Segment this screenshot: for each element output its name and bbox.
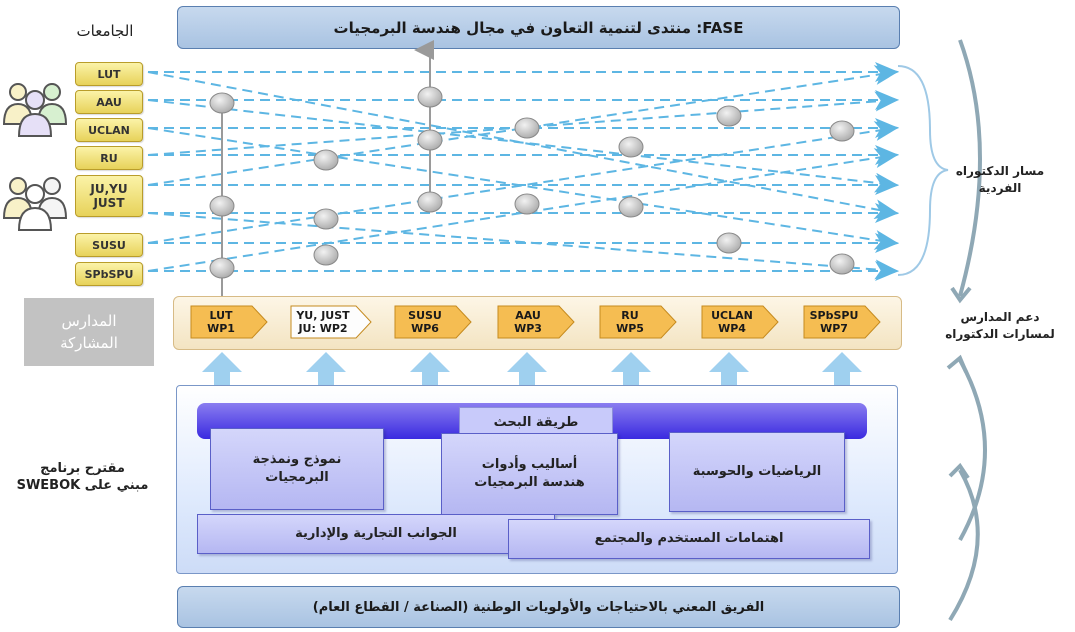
top-banner: FASE: منتدى لتنمية التعاون في مجال هندسة…: [177, 6, 900, 49]
wp-susu-line2: WP6: [411, 322, 439, 335]
phd-path-arrows: [147, 62, 899, 281]
wp-uclan-line2: WP4: [718, 322, 746, 335]
university-lut: LUT: [75, 62, 143, 86]
software-modeling-line1: نموذج ونمذجة: [252, 452, 342, 467]
wp-susu-line1: SUSU: [408, 309, 442, 322]
university-ju-yu-just: JU,YU JUST: [75, 175, 143, 217]
se-methods-tools-box: أساليب وأدوات هندسة البرمجيات: [441, 433, 618, 515]
wp-yu-just-line2: JU: WP2: [298, 322, 348, 335]
phd-path-label: مسار الدكتوراه الفردية: [935, 163, 1065, 197]
business-management-box: الجوانب التجارية والإدارية: [197, 514, 555, 554]
university-ru: RU: [75, 146, 143, 170]
universities-header: الجامعات: [76, 22, 134, 40]
business-management-label: الجوانب التجارية والإدارية: [295, 526, 457, 541]
wp-aau-line2: WP3: [514, 322, 542, 335]
school-support-label-line2: لمسارات الدكتوراه: [945, 327, 1055, 341]
people-icon-group-1: [2, 83, 68, 137]
se-methods-line2: هندسة البرمجيات: [474, 475, 585, 490]
bottom-banner: الفريق المعني بالاحتياجات والأولويات الو…: [177, 586, 900, 628]
software-modeling-line2: البرمجيات: [265, 470, 329, 485]
school-support-label: دعم المدارس لمسارات الدكتوراه: [930, 309, 1070, 343]
software-modeling-box: نموذج ونمذجة البرمجيات: [210, 428, 384, 510]
math-computing-box: الرياضيات والحوسبة: [669, 432, 845, 512]
university-ju-yu: JU,YU: [90, 182, 128, 196]
school-support-label-line1: دعم المدارس: [960, 310, 1040, 324]
wp-aau-line1: AAU: [515, 309, 541, 322]
right-curve-arrow-mid: [958, 359, 987, 541]
participating-schools-label: المدارس المشاركة: [24, 298, 154, 366]
right-brace: [897, 65, 949, 276]
university-spbspu: SPbSPU: [75, 262, 143, 286]
milestone-circles: [209, 86, 855, 279]
se-methods-line1: أساليب وأدوات: [481, 457, 578, 472]
wp-spbspu-line1: SPbSPU: [809, 309, 859, 322]
math-computing-label: الرياضيات والحوسبة: [692, 464, 822, 479]
user-society-box: اهتمامات المستخدم والمجتمع: [508, 519, 870, 559]
up-arrows: [202, 352, 862, 385]
phd-path-label-line2: الفردية: [978, 181, 1022, 195]
university-susu: SUSU: [75, 233, 143, 257]
wp-lut-line2: WP1: [207, 322, 235, 335]
top-banner-text: FASE: منتدى لتنمية التعاون في مجال هندسة…: [333, 18, 744, 37]
university-just: JUST: [93, 196, 125, 210]
right-curve-arrow-top: [958, 39, 982, 297]
university-aau: AAU: [75, 90, 143, 114]
wp-ru-line1: RU: [621, 309, 639, 322]
wp-yu-just-line1: YU, JUST: [296, 309, 350, 322]
wp-spbspu-line2: WP7: [820, 322, 848, 335]
swebok-program-label: مقترح برنامج مبني على SWEBOK: [0, 460, 165, 494]
phd-path-label-line1: مسار الدكتوراه: [955, 164, 1045, 178]
wp-lut-line1: LUT: [209, 309, 233, 322]
swebok-label-line2: مبني على SWEBOK: [16, 478, 149, 493]
wp-uclan-line1: UCLAN: [711, 309, 753, 322]
schools-label-line2: المشاركة: [60, 334, 118, 352]
research-method-label: طريقة البحث: [459, 407, 613, 437]
people-icon-group-2: [2, 177, 68, 231]
user-society-label: اهتمامات المستخدم والمجتمع: [594, 531, 784, 546]
right-curve-arrow-bottom: [948, 469, 980, 622]
wp-ru-line2: WP5: [616, 322, 644, 335]
swebok-label-line1: مقترح برنامج: [40, 461, 125, 476]
schools-label-line1: المدارس: [61, 312, 117, 330]
university-uclan: UCLAN: [75, 118, 143, 142]
bottom-banner-text: الفريق المعني بالاحتياجات والأولويات الو…: [312, 599, 765, 615]
